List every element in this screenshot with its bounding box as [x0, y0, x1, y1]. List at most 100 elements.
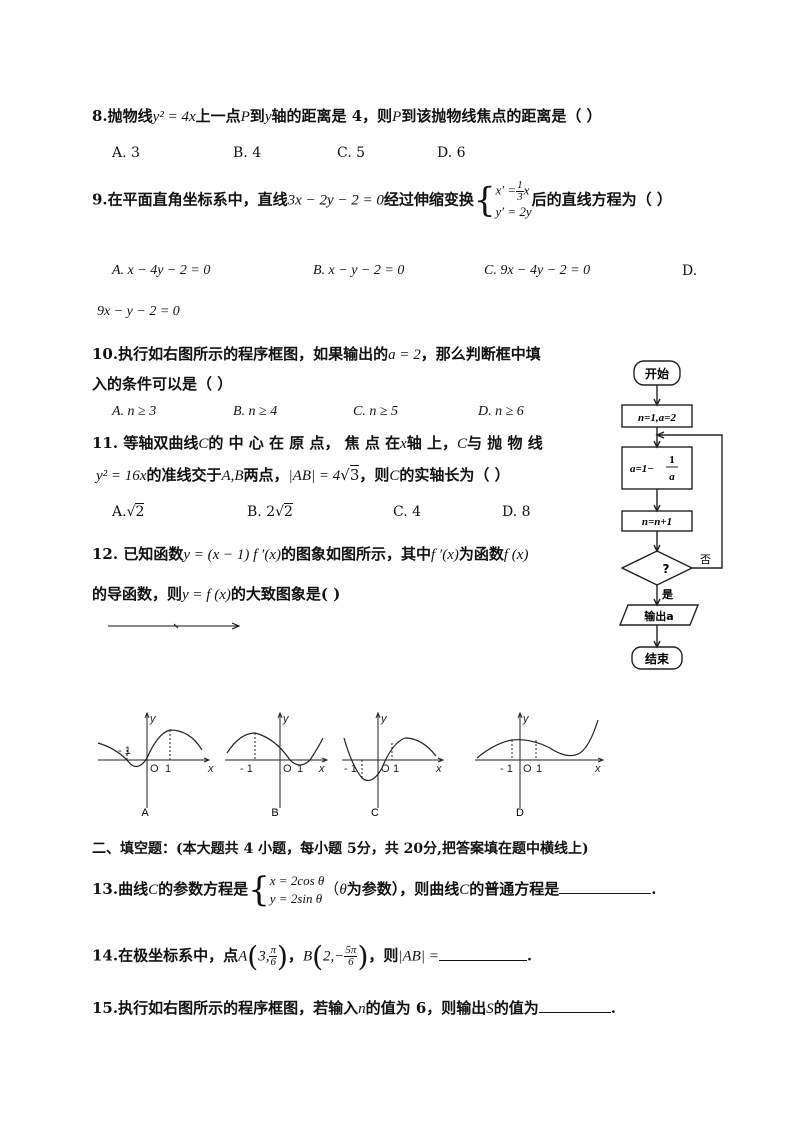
question-12-line1: 12. 已知函数y = (x − 1) f ′(x)的图象如图所示，其中f ′(… [92, 543, 528, 564]
q10-line1b: ，那么判断框中填 [420, 345, 541, 363]
q13-brace: { [248, 870, 270, 910]
question-10-line2: 入的条件可以是（ ） [92, 375, 233, 393]
svg-text:y: y [282, 713, 290, 725]
q13-answer-blank[interactable] [559, 879, 652, 894]
q9-option-d[interactable]: D. [682, 263, 698, 279]
q14-b: B [302, 948, 313, 965]
svg-text:O: O [381, 763, 390, 775]
q12-line2a: 的导函数，则 [92, 585, 183, 603]
q9-option-c[interactable]: C. 9x − 4y − 2 = 0 [484, 263, 591, 278]
q14-text2: ，则 [368, 946, 399, 965]
svg-text:x: x [435, 763, 442, 775]
q15-text: 15.执行如右图所示的程序框图，若输入 [92, 999, 359, 1017]
q8-text2: 上一点 [195, 107, 241, 125]
q10-cond: a = 2 [388, 347, 421, 363]
q12-line1c: 为函数 [458, 545, 504, 563]
svg-text:y: y [380, 713, 388, 725]
q11-opta-pre: A. [112, 504, 127, 520]
q10-option-c[interactable]: C. n ≥ 5 [353, 404, 399, 419]
graph-a [97, 711, 211, 808]
q15-end: . [610, 999, 617, 1017]
q11-option-a[interactable]: A.√2 [112, 503, 145, 520]
q14-b-r: 2,− [323, 948, 345, 965]
graph-d-letter[interactable]: D [516, 807, 524, 819]
q11-option-c[interactable]: C. 4 [393, 504, 422, 520]
flowchart-init-label: n=1,a=2 [638, 412, 676, 424]
q9-option-b[interactable]: B. x − y − 2 = 0 [313, 263, 405, 278]
q12-f: f (x) [503, 547, 529, 563]
graph-a-letter[interactable]: A [141, 807, 149, 819]
q13-text: 13.曲线 [92, 880, 149, 898]
q10-option-b[interactable]: B. n ≥ 4 [233, 404, 278, 419]
q11-line1a: 11. 等轴双曲线 [92, 434, 199, 452]
q8-option-d[interactable]: D. 6 [437, 145, 466, 161]
q11-opta-rad: 2 [135, 503, 145, 520]
q9-t1-var: x [523, 182, 530, 198]
q12-yf: y = f (x) [182, 587, 231, 603]
graph-c [342, 711, 445, 808]
svg-text:y: y [149, 713, 157, 725]
q8-axis: y [264, 109, 272, 125]
question-9: 9.在平面直角坐标系中，直线3x − 2y − 2 = 0经过伸缩变换{x′ =… [92, 180, 672, 221]
q9-text3: 后的直线方程为（ ） [531, 190, 672, 209]
svg-text:O: O [283, 763, 292, 775]
q10-option-a[interactable]: A. n ≥ 3 [112, 404, 157, 419]
q8-point-p: P [240, 109, 250, 125]
q9-option-a[interactable]: A. x − 4y − 2 = 0 [112, 263, 211, 278]
q11-option-b[interactable]: B. 2√2 [247, 503, 293, 520]
q13-text2: 的参数方程是 [158, 880, 249, 898]
q14-a-r: 3, [258, 948, 270, 965]
q14-b-num: 5π [344, 944, 358, 957]
q11-line2c: ，则 [359, 466, 390, 484]
q14-answer-blank[interactable] [438, 946, 527, 961]
q12-func: y = (x − 1) f ′(x) [183, 547, 281, 563]
q13-c: C [148, 882, 159, 898]
q11-line2d: 的实轴长为（ ） [399, 466, 510, 484]
svg-text:1: 1 [536, 763, 542, 775]
q8-option-a[interactable]: A. 3 [112, 145, 140, 161]
q11-ab: A,B [221, 468, 244, 484]
q15-answer-blank[interactable] [538, 998, 611, 1013]
svg-text:x: x [318, 763, 325, 775]
q13-text5: 的普通方程是 [469, 880, 560, 898]
flowchart-no-label: 否 [700, 553, 711, 566]
q14-a-num: π [269, 944, 277, 957]
q8-option-c[interactable]: C. 5 [337, 145, 366, 161]
q14-abs-ab: |AB| = [398, 948, 439, 965]
flowchart-inc-label: n=n+1 [642, 516, 672, 528]
q13-c2: C [459, 882, 470, 898]
q13-end: . [651, 880, 657, 898]
q12-line1b: 的图象如图所示，其中 [280, 545, 431, 563]
graph-d [475, 711, 605, 808]
q8-text5: 到该抛物线焦点的距离是（ ） [401, 107, 602, 125]
svg-text:- 1: - 1 [344, 763, 357, 775]
flowchart-start-label: 开始 [645, 366, 669, 381]
q14-a: A [238, 948, 248, 965]
q13-theta: θ [339, 882, 347, 898]
q14-end: . [526, 946, 533, 965]
q9-t1-den: 3 [517, 191, 523, 203]
q9-brace: { [473, 180, 496, 221]
q11-abs-ab: |AB| = 4 [288, 468, 341, 484]
flowchart-end-box [631, 646, 683, 670]
q8-text: 8.抛物线 [92, 107, 153, 125]
flowchart-assign-lhs: a=1− [630, 463, 654, 475]
flowchart-output-label: 输出a [644, 609, 673, 623]
q11-option-d[interactable]: D. 8 [502, 504, 531, 520]
graph-b-letter[interactable]: B [271, 807, 278, 819]
q10-option-d[interactable]: D. n ≥ 6 [478, 404, 524, 419]
q12-arrow-line [108, 622, 241, 630]
q15-text2: 的值为 6，则输出 [365, 999, 487, 1017]
q8-text4: 轴的距离是 4，则 [271, 107, 393, 125]
q8-option-b[interactable]: B. 4 [233, 145, 262, 161]
svg-text:- 1: - 1 [118, 745, 131, 757]
q11-parabola: y² = 16x [96, 468, 147, 484]
question-8: 8.抛物线y² = 4x上一点P到y轴的距离是 4，则P到该抛物线焦点的距离是（… [92, 105, 602, 126]
graph-c-letter[interactable]: C [371, 807, 379, 819]
q13-text3: （ [324, 880, 340, 898]
q12-fprime: f ′(x) [431, 547, 459, 563]
